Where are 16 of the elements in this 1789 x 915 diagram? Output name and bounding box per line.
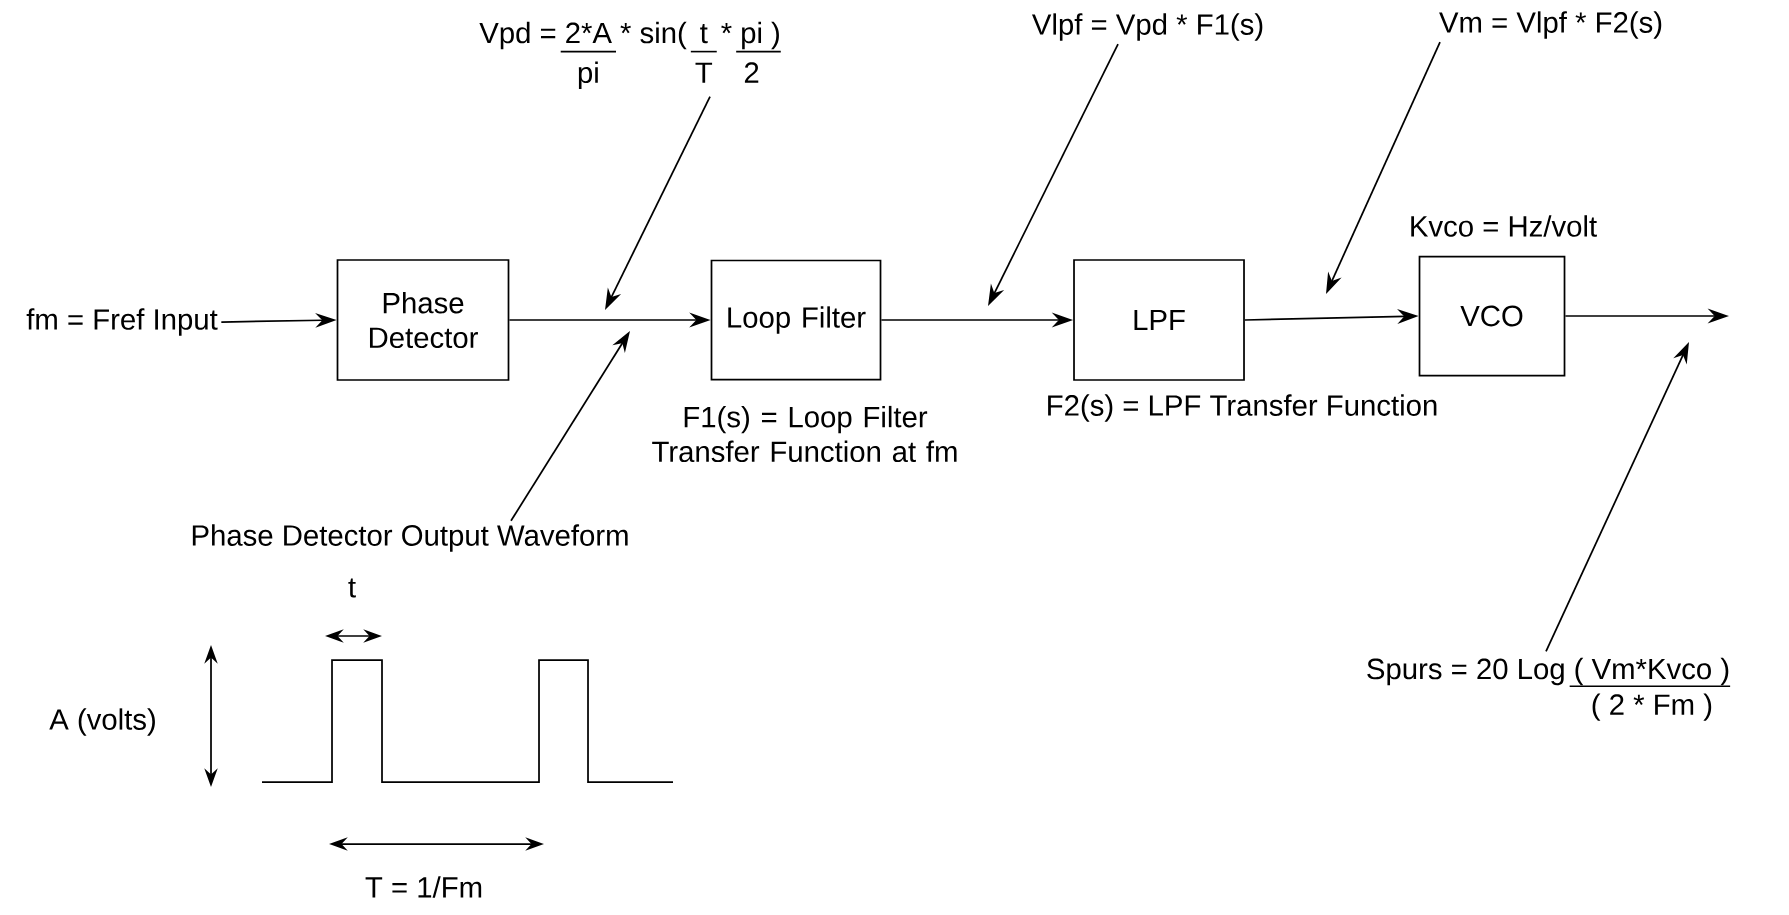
block-box: Phase Detector [336,259,510,381]
dimension-label: t [348,578,356,598]
caption-text: Phase Detector Output Waveform [192,524,628,552]
formula-text: Vlpf = Vpd * F1(s) [1032,13,1263,41]
dimension-label: A (volts) [49,708,155,736]
block-box: LPF [1073,259,1245,381]
formula-text: Spurs = 20 Log ( Vm*Kvco ) ( 2 * Fm ) [1367,657,1731,721]
formula-text: Vm = Vlpf * F2(s) [1439,11,1662,39]
block-box: Loop Filter [710,259,882,381]
formula-text: Vpd = 2*A * sin( t * pi ) pi T 2 [479,21,782,89]
input-label: fm = Fref Input [26,308,218,336]
block-box: VCO [1418,255,1566,377]
node-caption: F1(s) = Loop Filter Transfer Function at fm [652,405,957,463]
node-caption: F2(s) = LPF Transfer Function [1048,394,1437,422]
node-caption: Kvco = Hz/volt [1411,215,1597,237]
dimension-label: T = 1/Fm [365,876,482,898]
